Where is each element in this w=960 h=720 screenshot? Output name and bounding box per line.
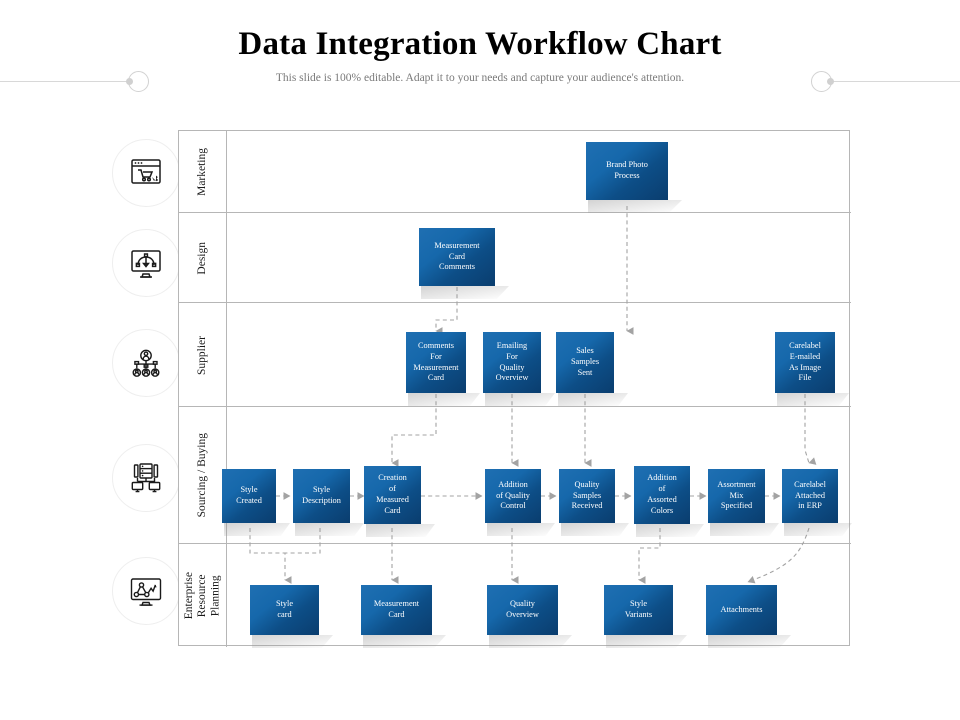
page-title: Data Integration Workflow Chart bbox=[238, 26, 722, 62]
node-measurement-card-comments[interactable]: Measurement Card Comments bbox=[419, 228, 495, 286]
node-addition-of-quality-control[interactable]: Addition of Quality Control bbox=[485, 469, 541, 523]
node-creation-of-measured-card[interactable]: Creation of Measured Card bbox=[364, 466, 421, 524]
node-comments-for-measurement-card[interactable]: Comments For Measurement Card bbox=[406, 332, 466, 393]
lane-marketing bbox=[179, 131, 851, 213]
node-brand-photo-process[interactable]: Brand Photo Process bbox=[586, 142, 668, 200]
node-quality-overview[interactable]: Quality Overview bbox=[487, 585, 558, 635]
design-monitor-icon bbox=[128, 245, 164, 281]
decorative-dot-left bbox=[126, 78, 133, 85]
lane-label-marketing: Marketing bbox=[195, 148, 208, 196]
lane-sourcing bbox=[179, 407, 851, 544]
node-carelabel-emailed-as-image-file[interactable]: Carelabel E-mailed As Image File bbox=[775, 332, 835, 393]
node-style-variants[interactable]: Style Variants bbox=[604, 585, 673, 635]
lane-icon-sourcing bbox=[112, 444, 180, 512]
lane-supplier bbox=[179, 303, 851, 407]
node-addition-of-assorted-colors[interactable]: Addition of Assorted Colors bbox=[634, 466, 690, 524]
lane-design bbox=[179, 213, 851, 303]
node-measurement-card[interactable]: Measurement Card bbox=[361, 585, 432, 635]
lane-label-erp: Enterprise Resource Planning bbox=[182, 571, 222, 620]
lane-label-design: Design bbox=[195, 241, 208, 275]
lane-icon-marketing bbox=[112, 139, 180, 207]
decorative-dot-right bbox=[827, 78, 834, 85]
node-quality-samples-received[interactable]: Quality Samples Received bbox=[559, 469, 615, 523]
page-subtitle: This slide is 100% editable. Adapt it to… bbox=[275, 72, 685, 84]
lane-label-divider bbox=[226, 131, 227, 647]
node-attachments[interactable]: Attachments bbox=[706, 585, 777, 635]
node-sales-samples-sent[interactable]: Sales Samples Sent bbox=[556, 332, 614, 393]
node-assortment-mix-specified[interactable]: Assortment Mix Specified bbox=[708, 469, 765, 523]
browser-cart-icon bbox=[128, 155, 164, 191]
server-network-icon bbox=[128, 460, 164, 496]
node-carelabel-attached-in-erp[interactable]: Carelabel Attached in ERP bbox=[782, 469, 838, 523]
node-style-card[interactable]: Style card bbox=[250, 585, 319, 635]
lane-icon-supplier bbox=[112, 329, 180, 397]
org-chart-people-icon bbox=[128, 345, 164, 381]
node-emailing-for-quality-overview[interactable]: Emailing For Quality Overview bbox=[483, 332, 541, 393]
decorative-line-left bbox=[0, 81, 128, 82]
analytics-monitor-icon bbox=[128, 573, 164, 609]
node-style-created[interactable]: Style Created bbox=[222, 469, 276, 523]
decorative-line-right bbox=[832, 81, 960, 82]
lane-icon-erp bbox=[112, 557, 180, 625]
node-style-description[interactable]: Style Description bbox=[293, 469, 350, 523]
lane-icon-design bbox=[112, 229, 180, 297]
lane-label-supplier: Supplier bbox=[195, 335, 208, 375]
lane-label-sourcing: Sourcing / Buying bbox=[195, 433, 208, 518]
